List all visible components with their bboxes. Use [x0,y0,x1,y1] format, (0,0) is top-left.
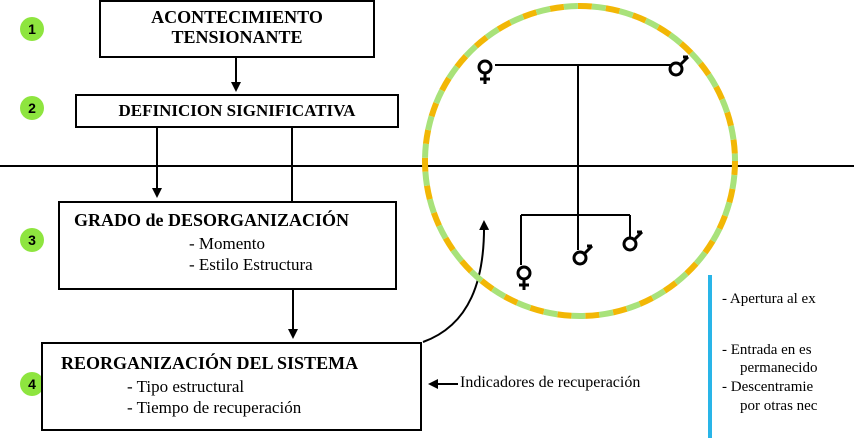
feedback-arrow [422,220,490,343]
step-4-title: REORGANIZACIÓN DEL SISTEMA [61,353,359,373]
female-icon [516,265,532,290]
step-2-box: DEFINICION SIGNIFICATIVA [75,94,399,128]
male-icon [572,244,594,266]
right-note: - Apertura al ex [722,291,816,307]
step-4-item: - Tiempo de recuperación [127,398,302,418]
step-2-badge: 2 [20,96,44,120]
female-icon [477,59,493,84]
indicator-label: Indicadores de recuperación [460,374,641,391]
step-3-badge: 3 [20,228,44,252]
step-3-box: GRADO de DESORGANIZACIÓN - Momento - Est… [58,201,397,290]
right-note: por otras nec [740,398,818,414]
step-3-title: GRADO de DESORGANIZACIÓN [74,210,350,230]
step-2-title: DEFINICION SIGNIFICATIVA [118,101,356,120]
family-system-circle-green [422,3,738,319]
male-icon [622,230,644,252]
male-icon [668,55,690,77]
step-4-item: - Tipo estructural [127,376,245,396]
step-4-badge: 4 [20,372,44,396]
step-4-box: REORGANIZACIÓN DEL SISTEMA - Tipo estruc… [41,342,422,431]
right-note: - Entrada en es [722,342,812,358]
step-1-box: ACONTECIMIENTO TENSIONANTE [99,0,375,58]
right-note: - Descentramie [722,379,814,395]
step-1-title-line2: TENSIONANTE [171,26,303,47]
step-1-badge: 1 [20,17,44,41]
step-3-item: - Estilo Estructura [189,255,313,275]
step-3-item: - Momento [189,233,266,253]
step-1-title-line1: ACONTECIMIENTO [151,7,323,27]
right-note: permanecido [740,360,818,376]
